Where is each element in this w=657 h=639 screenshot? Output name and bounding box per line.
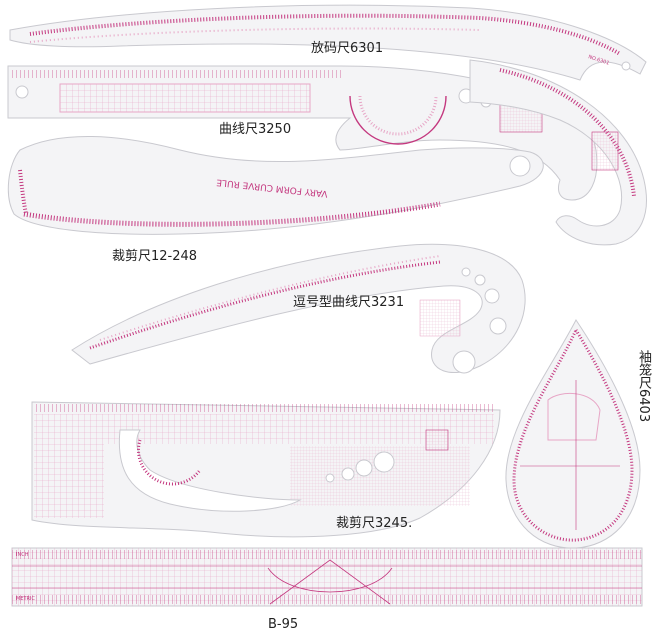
ruler-b-95: INCH METRIC [11,547,643,607]
label-3250: 曲线尺3250 [219,122,292,137]
label-3231: 逗号型曲线尺3231 [293,295,405,310]
label-12-248: 裁剪尺12-248 [112,249,198,264]
ruler-3245 [31,401,501,538]
ruler-3250-hook [469,59,647,246]
ruler-12-248: VARY FORM CURVE RULE [7,135,544,235]
ruler-6301: NO.6301 [9,4,647,81]
b-95-inch-text: INCH [16,552,29,558]
ruler-3231 [71,243,526,374]
label-3245: 裁剪尺3245. [336,516,413,531]
ruler-6403 [505,319,641,549]
b-95-metric-text: METRIC [16,596,35,602]
label-6403: 袖笼尺6403 [636,350,651,423]
label-6301: 放码尺6301 [311,41,384,56]
label-b-95: B-95 [268,617,299,632]
